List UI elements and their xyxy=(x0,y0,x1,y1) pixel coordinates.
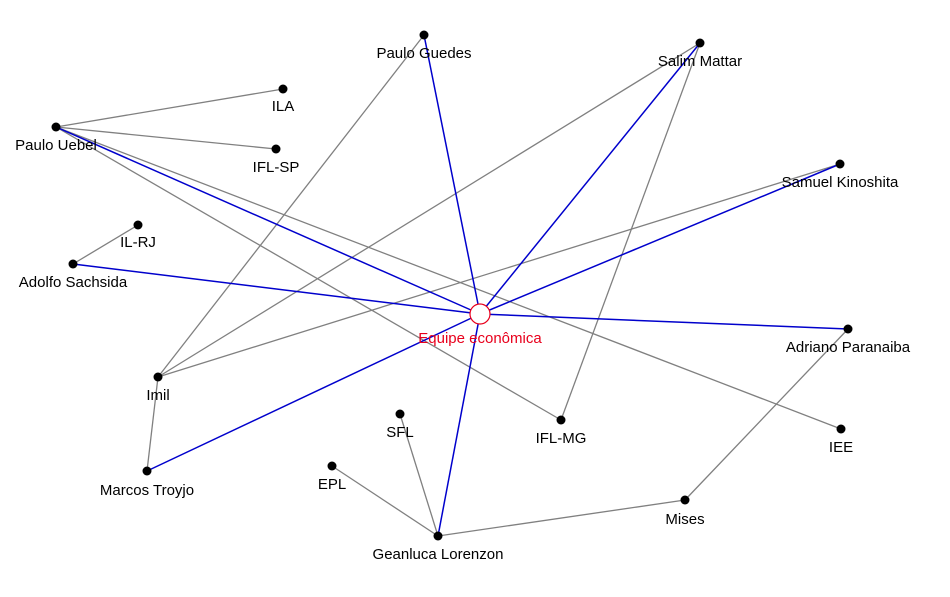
node-adolfo-sachsida[interactable] xyxy=(68,259,78,269)
edge-adriano_paranaiba-mises xyxy=(684,328,849,501)
edge-center-geanluca_lorenzon xyxy=(437,313,481,537)
node-sfl[interactable] xyxy=(395,409,405,419)
node-label-ila: ILA xyxy=(272,98,295,115)
node-label-imil: Imil xyxy=(146,387,169,404)
node-label-marcos-troyjo: Marcos Troyjo xyxy=(100,482,194,499)
node-geanluca-lorenzon[interactable] xyxy=(433,531,443,541)
node-ila[interactable] xyxy=(278,84,288,94)
edge-salim_mattar-ifl_mg xyxy=(560,42,701,421)
edge-paulo_uebel-ila xyxy=(55,88,284,128)
node-paulo-uebel[interactable] xyxy=(51,122,61,132)
edge-salim_mattar-imil xyxy=(157,42,701,378)
edge-center-paulo_guedes xyxy=(423,34,481,315)
edge-mises-geanluca_lorenzon xyxy=(437,499,686,537)
node-layer xyxy=(51,30,853,541)
edge-paulo_uebel-ifl_mg xyxy=(55,126,562,421)
edge-paulo_guedes-imil xyxy=(157,34,425,378)
node-label-adolfo-sachsida: Adolfo Sachsida xyxy=(19,274,128,291)
node-label-paulo-uebel: Paulo Uebel xyxy=(15,137,97,154)
edge-center-adolfo_sachsida xyxy=(72,263,481,315)
node-label-paulo-guedes: Paulo Guedes xyxy=(376,45,471,62)
node-center-equipe-economica[interactable] xyxy=(469,303,491,325)
edge-imil-marcos_troyjo xyxy=(146,376,159,472)
node-marcos-troyjo[interactable] xyxy=(142,466,152,476)
node-label-mises: Mises xyxy=(665,511,704,528)
node-label-il-rj: IL-RJ xyxy=(120,234,156,251)
edge-paulo_uebel-iee xyxy=(55,126,842,430)
node-samuel-kinoshita[interactable] xyxy=(835,159,845,169)
node-ifl-sp[interactable] xyxy=(271,144,281,154)
node-mises[interactable] xyxy=(680,495,690,505)
node-label-iee: IEE xyxy=(829,439,853,456)
node-ifl-mg[interactable] xyxy=(556,415,566,425)
node-label-samuel-kinoshita: Samuel Kinoshita xyxy=(782,174,899,191)
edge-epl-geanluca_lorenzon xyxy=(331,465,439,537)
node-label-sfl: SFL xyxy=(386,424,414,441)
node-label-salim-mattar: Salim Mattar xyxy=(658,53,742,70)
node-iee[interactable] xyxy=(836,424,846,434)
node-epl[interactable] xyxy=(327,461,337,471)
edge-center-marcos_troyjo xyxy=(146,313,481,472)
edge-center-salim_mattar xyxy=(479,42,701,315)
edge-center-samuel_kinoshita xyxy=(479,163,841,315)
node-imil[interactable] xyxy=(153,372,163,382)
node-label-ifl-sp: IFL-SP xyxy=(253,159,300,176)
node-adriano-paranaiba[interactable] xyxy=(843,324,853,334)
edge-paulo_uebel-ifl_sp xyxy=(55,126,277,150)
edge-layer xyxy=(55,34,849,537)
node-salim-mattar[interactable] xyxy=(695,38,705,48)
node-il-rj[interactable] xyxy=(133,220,143,230)
node-label-geanluca-lorenzon: Geanluca Lorenzon xyxy=(373,546,504,563)
edge-adolfo_sachsida-il_rj xyxy=(72,224,139,265)
edge-sfl-geanluca_lorenzon xyxy=(399,413,439,537)
edge-samuel_kinoshita-imil xyxy=(157,163,841,378)
edge-center-adriano_paranaiba xyxy=(479,313,849,330)
node-label-epl: EPL xyxy=(318,476,346,493)
node-label-center: Equipe econômica xyxy=(418,330,542,347)
edge-center-paulo_uebel xyxy=(55,126,481,315)
node-label-ifl-mg: IFL-MG xyxy=(536,430,587,447)
node-paulo-guedes[interactable] xyxy=(419,30,429,40)
node-label-adriano-paranaiba: Adriano Paranaiba xyxy=(786,339,911,356)
